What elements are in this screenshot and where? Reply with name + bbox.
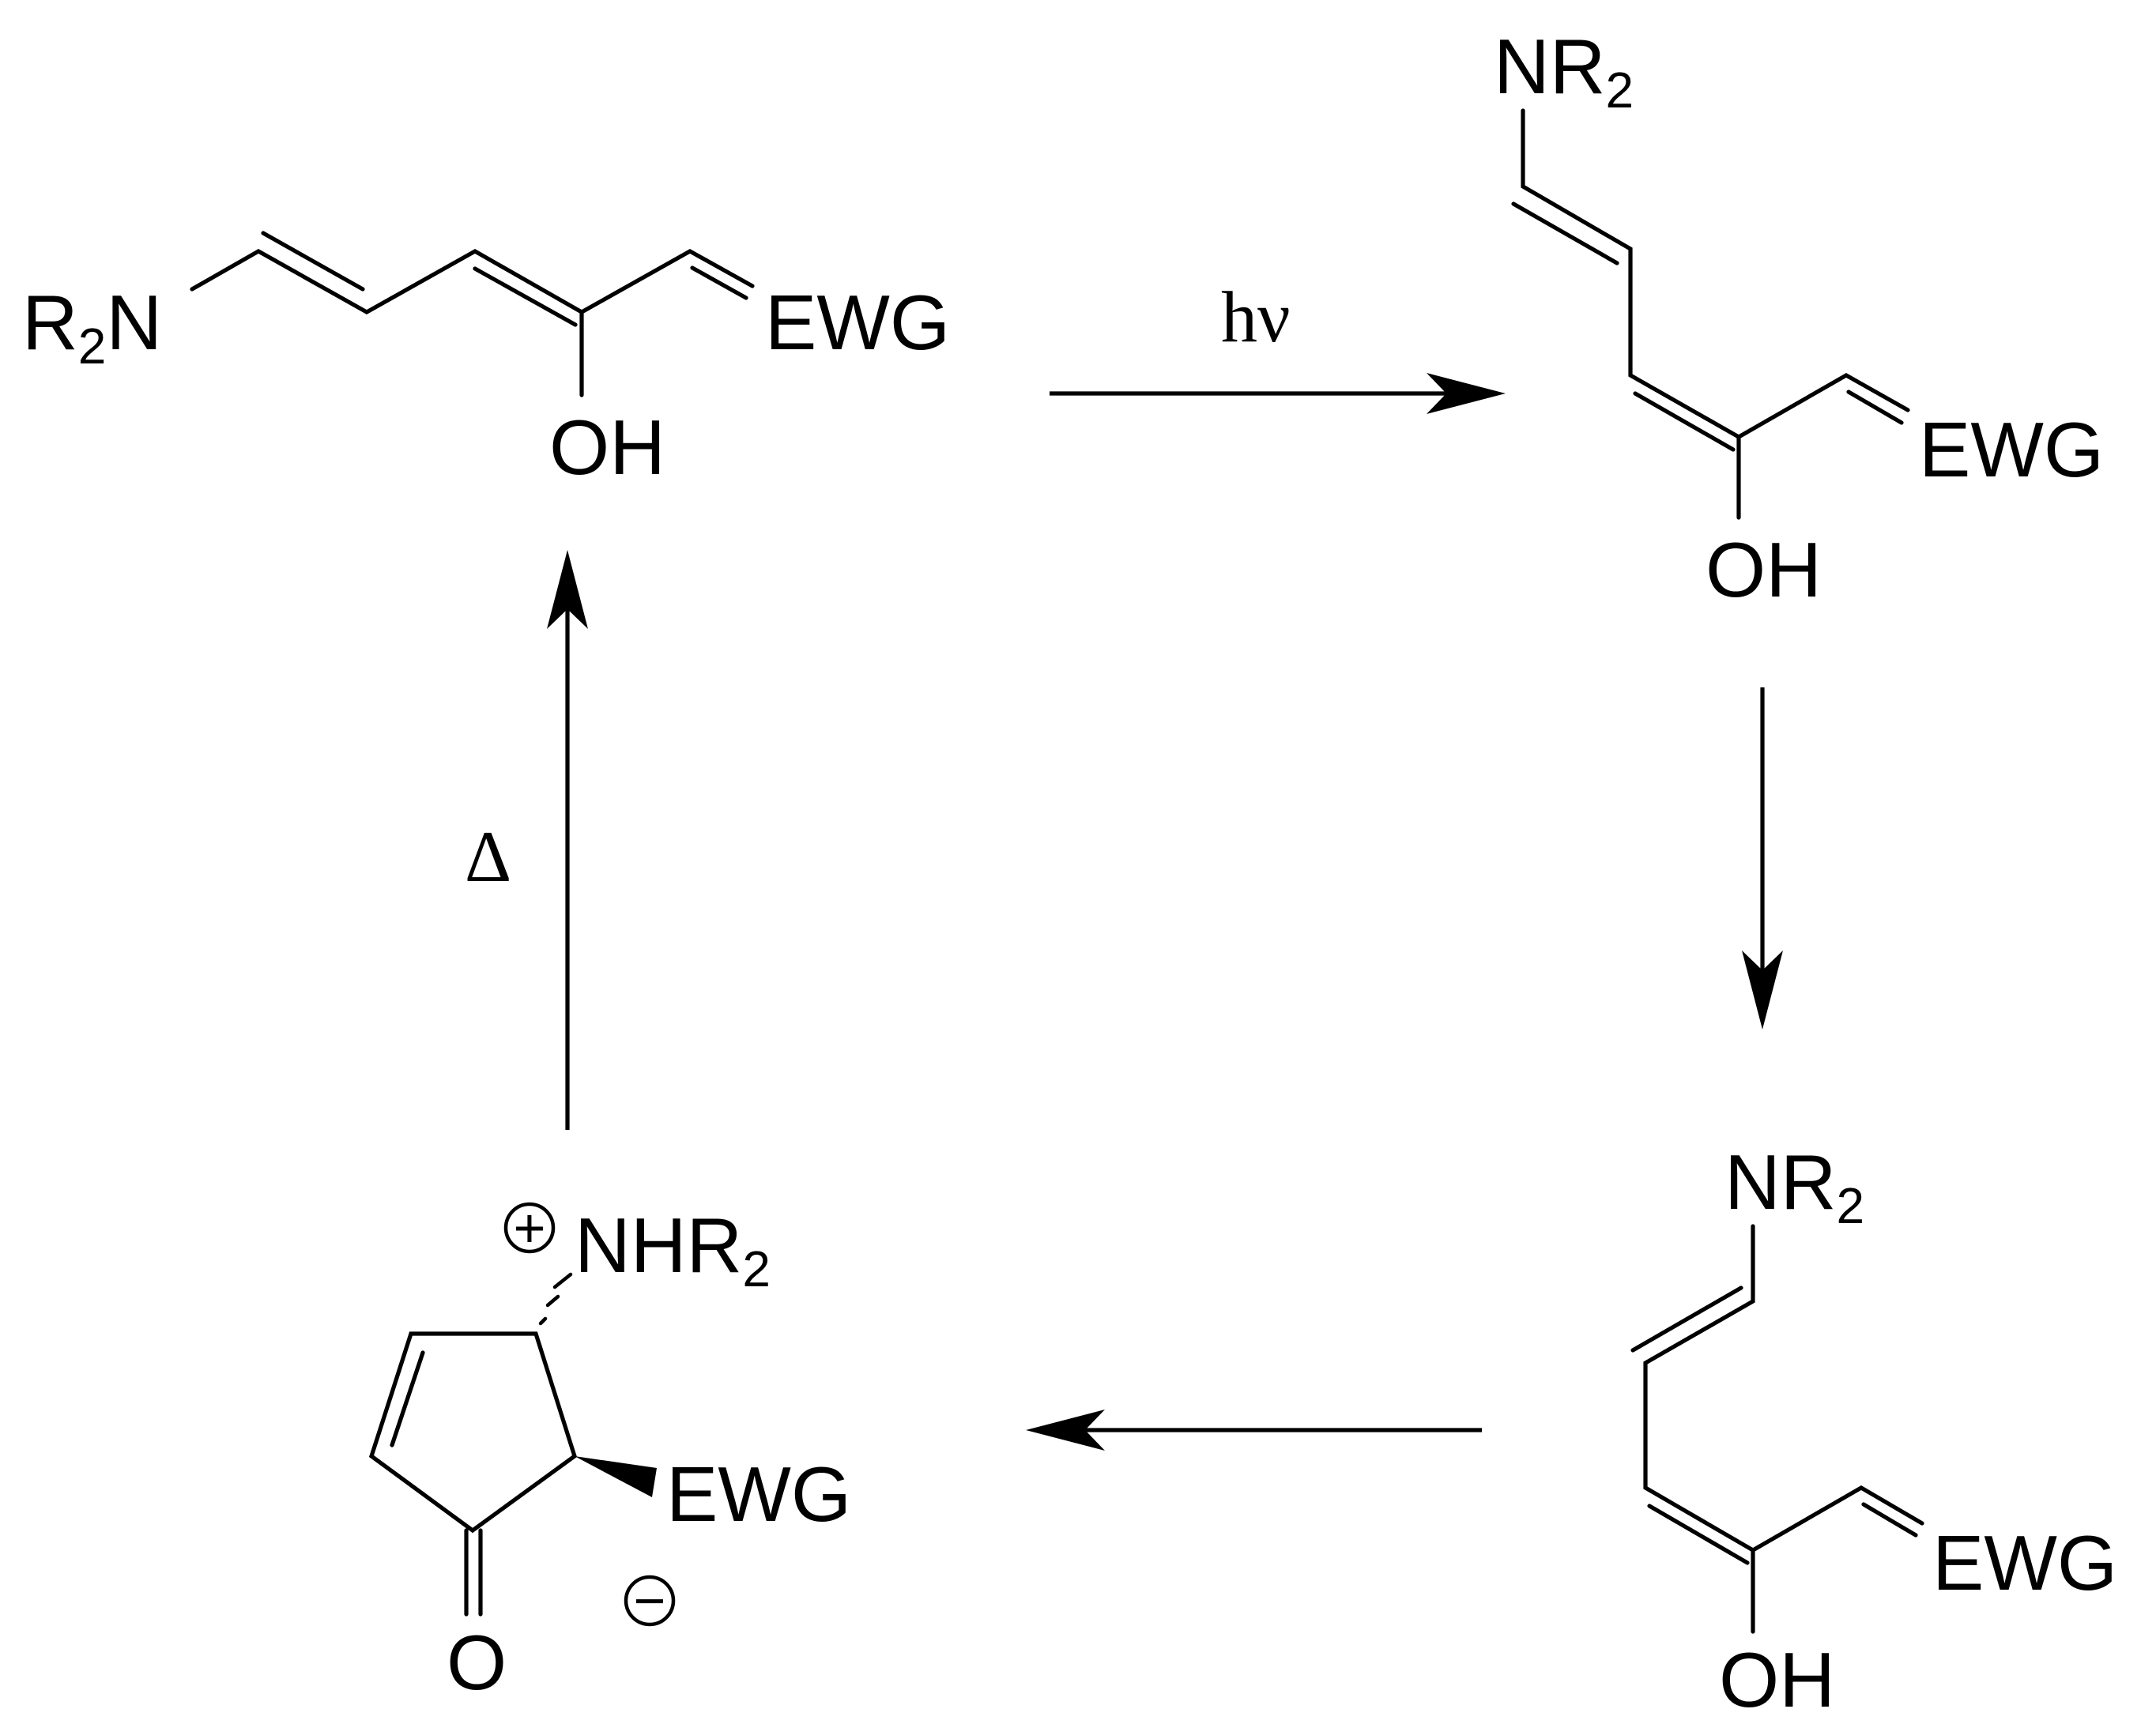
nhr2-label: NHR2 [575, 1202, 771, 1297]
bond-double-inner [261, 231, 748, 327]
arrowhead-up [547, 550, 588, 629]
molecule-top-right-cis-dienol: NR2 EWG OH [1494, 23, 2104, 613]
oh-label: OH [1719, 1636, 1835, 1723]
bond-ring [368, 1331, 578, 1534]
bond-double-inner [1630, 1285, 1918, 1565]
nr2-label: NR2 [1494, 23, 1634, 119]
ewg-label: EWG [1919, 406, 2104, 493]
svg-text:+: + [514, 1197, 546, 1259]
bond-carbonyl [464, 1528, 483, 1617]
o-label: O [447, 1619, 507, 1706]
arrowhead-left [1026, 1410, 1105, 1451]
arrow-photochemical: hν [1050, 277, 1506, 414]
bond-ring-double-inner [390, 1350, 425, 1447]
oh-label: OH [1706, 526, 1822, 613]
molecule-bottom-right-rotamer: NR2 EWG OH [1630, 1139, 2117, 1723]
bond-chain [1521, 108, 1910, 439]
arrow-thermal: Δ [465, 550, 588, 1130]
condition-light: hν [1221, 277, 1291, 357]
arrow-left [1026, 1410, 1482, 1451]
bond-chain [190, 249, 755, 314]
arrowhead-right [1427, 373, 1506, 414]
bond-chain [1643, 1224, 1924, 1553]
bond-double-inner [1511, 201, 1904, 452]
ewg-label: EWG [1932, 1519, 2117, 1606]
condition-heat: Δ [465, 816, 511, 897]
charge-positive: + [503, 1197, 556, 1259]
svg-text:−: − [634, 1570, 666, 1632]
charge-negative: − [624, 1570, 676, 1632]
wedge-bond-ewg [575, 1456, 657, 1497]
oh-label: OH [549, 404, 665, 491]
ewg-label: EWG [666, 1451, 851, 1538]
hashed-bond-nhr2 [538, 1272, 573, 1326]
nr2-label: NR2 [1724, 1139, 1864, 1234]
molecule-top-left-trans-dienol: R2N EWG OH [22, 231, 950, 491]
ewg-label: EWG [765, 279, 950, 366]
arrow-down [1742, 687, 1783, 1030]
molecule-bottom-left-cyclopentenone: + NHR2 EWG − O [368, 1197, 851, 1706]
r2n-label: R2N [22, 279, 162, 375]
arrowhead-down [1742, 950, 1783, 1030]
